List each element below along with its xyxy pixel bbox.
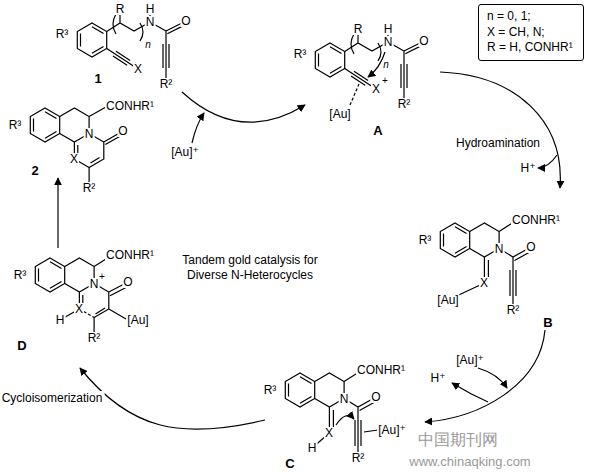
- atom-label: [Au]⁺: [455, 354, 485, 366]
- subscript-label: n: [382, 60, 390, 70]
- watermark: 中国期刊网: [417, 432, 499, 448]
- atom-label: H⁺: [430, 372, 447, 384]
- atom-label: [Au]⁺: [170, 146, 200, 158]
- compound-number: B: [542, 316, 553, 329]
- atom-label: R³: [55, 28, 70, 40]
- atom-label: O: [525, 241, 536, 253]
- product-structure: [30, 107, 123, 188]
- atom-label: CONHR¹: [105, 249, 155, 261]
- atom-label: R³: [13, 269, 28, 281]
- cycle-arrows: [58, 72, 560, 429]
- atom-label: R²: [397, 98, 412, 110]
- step-label: Hydroamination: [454, 136, 542, 150]
- watermark: www.chinaqking.com: [408, 455, 531, 468]
- atom-label: N: [339, 393, 350, 405]
- atom-label: O: [370, 391, 381, 403]
- atom-label: N: [145, 16, 156, 28]
- subscript-label: n: [144, 40, 152, 50]
- atom-label: N: [84, 128, 95, 140]
- atom-label: R³: [418, 234, 433, 246]
- atom-label: H: [145, 3, 156, 15]
- atom-label: X: [479, 277, 489, 289]
- atom-label: N: [383, 36, 394, 48]
- atom-label: X: [69, 153, 79, 165]
- atom-label: H: [307, 442, 318, 454]
- atom-label: H: [55, 314, 66, 326]
- atom-label: CONHR¹: [356, 364, 406, 376]
- compound-number: 2: [30, 164, 39, 177]
- atom-label: R²: [506, 304, 521, 316]
- substrate-structure: [77, 9, 186, 84]
- charge-sign: +: [381, 76, 389, 86]
- atom-label: X: [74, 303, 84, 315]
- step-label: Cycloisomerization: [0, 391, 104, 405]
- atom-label: O: [418, 35, 429, 47]
- intermediate-c-structure: [285, 372, 376, 462]
- gold-pi-complex: [350, 52, 385, 105]
- intermediate-d-structure: [35, 258, 128, 338]
- center-title: Tandem gold catalysis for Diverse N-Hete…: [174, 253, 326, 283]
- intermediate-c-extras: [312, 416, 378, 448]
- atom-label: [Au]: [436, 294, 459, 306]
- atom-label: H: [383, 23, 394, 35]
- atom-label: CONHR¹: [105, 100, 155, 112]
- compound-number: D: [16, 339, 27, 352]
- atom-label: O: [180, 15, 191, 27]
- atom-label: H⁺: [520, 162, 537, 174]
- atom-label: R: [115, 3, 126, 15]
- atom-label: R: [353, 23, 364, 35]
- atom-label: X: [371, 83, 381, 95]
- atom-label: CONHR¹: [511, 214, 561, 226]
- atom-label: R²: [87, 332, 102, 344]
- intermediate-a-structure: [315, 29, 424, 104]
- atom-label: R²: [351, 452, 366, 464]
- atom-label: R³: [8, 119, 23, 131]
- atom-label: X: [324, 427, 334, 439]
- compound-number: 1: [93, 72, 102, 85]
- note-box: n = 0, 1; X = CH, N; R = H, CONHR¹: [478, 4, 584, 61]
- atom-label: O: [117, 125, 128, 137]
- atom-label: X: [133, 63, 143, 75]
- atom-label: R²: [159, 78, 174, 90]
- atom-label: R³: [293, 48, 308, 60]
- atom-label: R²: [82, 182, 97, 194]
- atom-label: N: [494, 243, 505, 255]
- atom-label: [Au]: [328, 108, 351, 120]
- compound-number: C: [284, 457, 295, 470]
- atom-label: O: [122, 276, 133, 288]
- note-text: n = 0, 1; X = CH, N; R = H, CONHR¹: [487, 9, 573, 56]
- charge-sign: +: [98, 272, 106, 282]
- atom-label: [Au]: [126, 314, 149, 326]
- atom-label: R³: [263, 384, 278, 396]
- compound-number: A: [372, 124, 383, 137]
- atom-label: [Au]⁺: [377, 424, 407, 436]
